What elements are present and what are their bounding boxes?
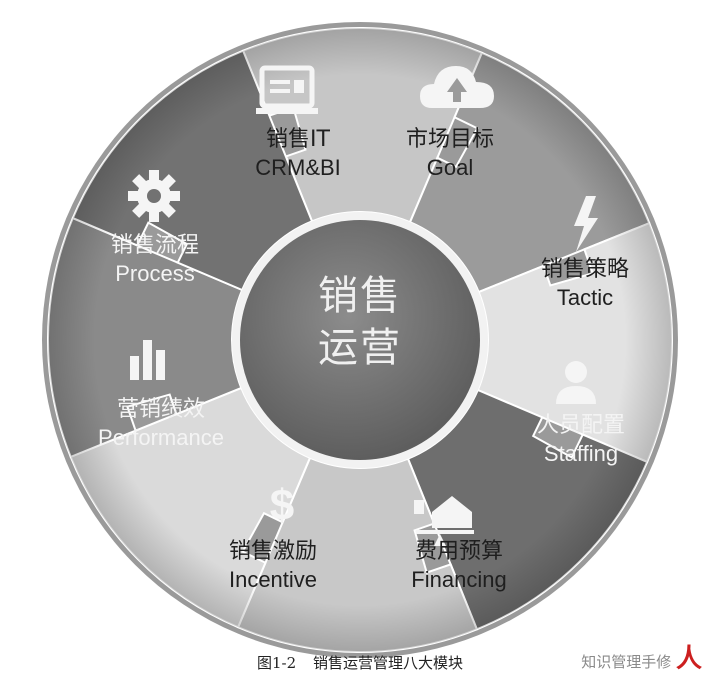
cloud-upload-icon [420, 66, 494, 108]
segment-label-financing: 费用预算 Financing [384, 538, 534, 593]
figure-number: 图1-2 [257, 654, 297, 672]
segment-label-goal: 市场目标 Goal [380, 126, 520, 181]
segment-financing-zh: 费用预算 [414, 539, 503, 564]
segment-label-process: 销售流程 Process [80, 232, 230, 287]
figure-title: 销售运营管理八大模块 [312, 654, 463, 672]
segment-staffing-en: Staffing [543, 440, 619, 466]
watermark: 知识管理手修 人 [581, 638, 702, 675]
segment-performance-zh: 营销绩效 [116, 397, 205, 422]
monitor-icon [256, 65, 318, 114]
segment-process-en: Process [115, 260, 195, 286]
watermark-logo: 人 [675, 644, 702, 674]
center-title-line1: 销售 [318, 273, 402, 319]
scale-house-icon [414, 496, 474, 546]
segment-tactic-en: Tactic [556, 284, 614, 310]
svg-text:$: $ [270, 481, 294, 530]
segment-label-tactic: 销售策略 Tactic [510, 256, 660, 311]
segment-goal-zh: 市场目标 [405, 127, 494, 152]
segment-financing-en: Financing [411, 566, 507, 592]
bar-chart-icon [130, 340, 165, 380]
segment-incentive-zh: 销售激励 [228, 539, 317, 564]
segment-goal-en: Goal [426, 154, 474, 180]
segment-staffing-zh: 人员配置 [536, 413, 625, 438]
center-title: 销售 运营 [290, 270, 430, 374]
lightning-icon [574, 196, 598, 252]
center-title-line2: 运营 [318, 325, 402, 371]
segment-tactic-zh: 销售策略 [540, 257, 629, 282]
watermark-text: 知识管理手修 [581, 653, 672, 671]
center-hub [240, 220, 480, 460]
segment-it-en: CRM&BI [255, 154, 341, 180]
segment-process-zh: 销售流程 [110, 233, 199, 258]
segment-incentive-en: Incentive [228, 566, 318, 592]
segment-label-it: 销售IT CRM&BI [228, 126, 368, 181]
segment-label-incentive: 销售激励 Incentive [198, 538, 348, 593]
dollar-icon: $ [270, 481, 294, 530]
person-icon [556, 361, 596, 404]
figure-caption: 图1-2 销售运营管理八大模块 [0, 652, 720, 673]
gear-icon [128, 170, 180, 222]
segment-label-performance: 营销绩效 Performance [76, 396, 246, 451]
segment-label-staffing: 人员配置 Staffing [506, 412, 656, 467]
segment-performance-en: Performance [98, 424, 224, 450]
segment-it-zh: 销售IT [266, 127, 330, 152]
